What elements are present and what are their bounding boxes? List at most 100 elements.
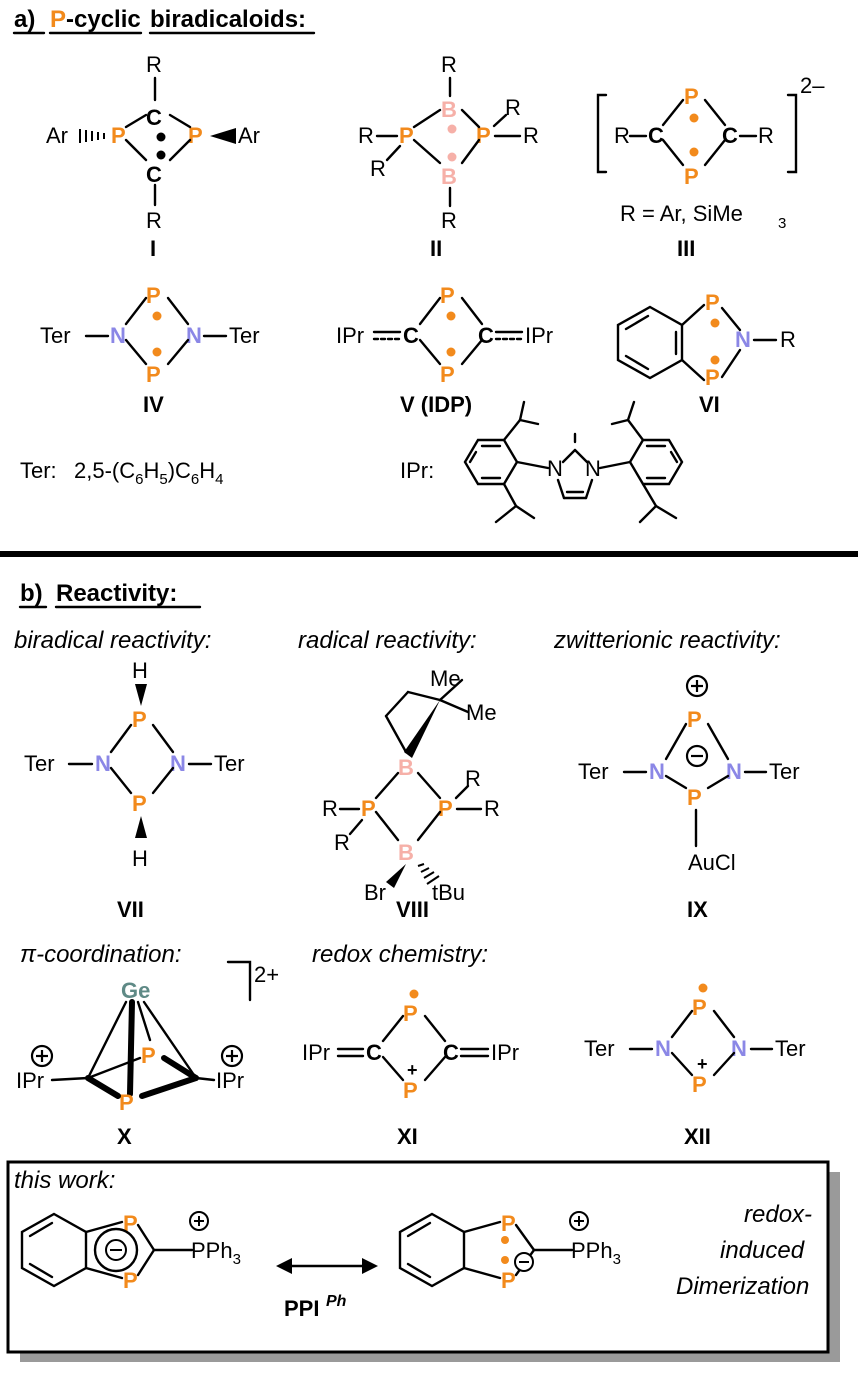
svg-text:V (IDP): V (IDP) bbox=[400, 392, 472, 417]
svg-text:P: P bbox=[501, 1211, 516, 1236]
svg-text:+: + bbox=[697, 1054, 708, 1074]
svg-text:N: N bbox=[735, 327, 751, 352]
compound-VIII: Me Me B B P P R R R R Br tBu VIII bbox=[322, 666, 500, 922]
svg-text:P: P bbox=[119, 1090, 134, 1115]
svg-text:IX: IX bbox=[687, 897, 708, 922]
svg-text:2,5-(C6H5)C6H4: 2,5-(C6H5)C6H4 bbox=[74, 458, 224, 488]
svg-text:induced: induced bbox=[720, 1237, 805, 1264]
compound-III: 2– P P C C R R R = Ar, SiMe 3 III bbox=[596, 73, 825, 261]
svg-text:H: H bbox=[132, 658, 148, 683]
svg-text:IPr: IPr bbox=[16, 1068, 44, 1093]
svg-text:N: N bbox=[726, 759, 742, 784]
svg-text:C: C bbox=[146, 105, 162, 130]
section-divider bbox=[0, 551, 858, 557]
svg-text:P: P bbox=[188, 123, 203, 148]
svg-text:Ph: Ph bbox=[326, 1293, 347, 1310]
svg-text:P: P bbox=[132, 791, 147, 816]
svg-text:R: R bbox=[780, 327, 796, 352]
compound-VII: H P P H N N Ter Ter VII bbox=[24, 658, 245, 922]
svg-text:P: P bbox=[146, 362, 161, 387]
svg-text:P: P bbox=[476, 123, 491, 148]
svg-text:VIII: VIII bbox=[396, 897, 429, 922]
svg-text:P: P bbox=[399, 123, 414, 148]
svg-text:P: P bbox=[501, 1268, 516, 1293]
compound-I: R C C P P R Ar Ar I bbox=[46, 52, 260, 261]
svg-text:IPr: IPr bbox=[491, 1040, 519, 1065]
svg-text:R: R bbox=[441, 208, 457, 233]
compound-X: Ge 2+ P P IPr IPr X bbox=[16, 960, 279, 1149]
caption-radical: radical reactivity: bbox=[298, 627, 477, 654]
svg-text:N: N bbox=[731, 1036, 747, 1061]
svg-text:P: P bbox=[684, 164, 699, 189]
compound-XI: P + P C C IPr IPr XI bbox=[302, 989, 519, 1149]
section-a-letter: a) bbox=[14, 6, 35, 33]
svg-text:Ter: Ter bbox=[24, 751, 55, 776]
svg-text:III: III bbox=[677, 236, 695, 261]
compound-II: R B B P P R R R R R II bbox=[358, 52, 539, 261]
svg-text:I: I bbox=[150, 236, 156, 261]
svg-text:H: H bbox=[132, 846, 148, 871]
svg-text:IPr: IPr bbox=[216, 1068, 244, 1093]
svg-text:P: P bbox=[705, 290, 720, 315]
svg-text:2–: 2– bbox=[800, 73, 825, 98]
caption-redox: redox chemistry: bbox=[312, 941, 488, 968]
svg-text:P: P bbox=[705, 365, 720, 390]
svg-text:Ter:: Ter: bbox=[20, 458, 57, 483]
compound-XII: P + P N N Ter Ter XII bbox=[584, 983, 806, 1149]
svg-text:N: N bbox=[95, 751, 111, 776]
svg-text:II: II bbox=[430, 236, 442, 261]
svg-text:IPr: IPr bbox=[525, 323, 553, 348]
svg-text:R = Ar, SiMe: R = Ar, SiMe bbox=[620, 201, 743, 226]
svg-text:P: P bbox=[692, 1072, 707, 1097]
svg-text:R: R bbox=[322, 796, 338, 821]
svg-text:Ar: Ar bbox=[238, 123, 260, 148]
svg-text:C: C bbox=[443, 1040, 459, 1065]
section-a-title-end: biradicaloids: bbox=[150, 6, 306, 33]
svg-text:R: R bbox=[484, 796, 500, 821]
compound-IX: P P N N Ter Ter AuCl IX bbox=[578, 674, 800, 922]
svg-text:N: N bbox=[186, 323, 202, 348]
svg-text:P: P bbox=[403, 1001, 418, 1026]
svg-text:P: P bbox=[403, 1078, 418, 1103]
section-b-header: b) Reactivity: bbox=[18, 580, 202, 609]
svg-text:VI: VI bbox=[699, 392, 720, 417]
svg-text:R: R bbox=[358, 123, 374, 148]
svg-text:IPr: IPr bbox=[336, 323, 364, 348]
svg-text:Ge: Ge bbox=[121, 978, 150, 1003]
svg-text:N: N bbox=[170, 751, 186, 776]
svg-text:R: R bbox=[614, 123, 630, 148]
svg-text:Ter: Ter bbox=[229, 323, 260, 348]
svg-text:Ter: Ter bbox=[40, 323, 71, 348]
caption-biradical: biradical reactivity: bbox=[14, 627, 211, 654]
svg-text:B: B bbox=[441, 97, 457, 122]
section-a-p-prefix: P bbox=[50, 6, 66, 33]
svg-text:P: P bbox=[132, 707, 147, 732]
svg-text:P: P bbox=[687, 785, 702, 810]
svg-text:VII: VII bbox=[117, 897, 144, 922]
svg-text:B: B bbox=[398, 840, 414, 865]
svg-text:PPh3: PPh3 bbox=[191, 1238, 241, 1268]
svg-text:B: B bbox=[398, 755, 414, 780]
svg-text:P: P bbox=[123, 1268, 138, 1293]
svg-text:Ar: Ar bbox=[46, 123, 68, 148]
svg-text:XI: XI bbox=[397, 1124, 418, 1149]
svg-text:P: P bbox=[111, 123, 126, 148]
svg-text:tBu: tBu bbox=[432, 880, 465, 905]
svg-text:C: C bbox=[648, 123, 664, 148]
svg-text:Ter: Ter bbox=[584, 1036, 615, 1061]
svg-text:R: R bbox=[505, 95, 521, 120]
svg-text:R: R bbox=[441, 52, 457, 77]
svg-text:X: X bbox=[117, 1124, 132, 1149]
svg-text:C: C bbox=[478, 323, 494, 348]
svg-text:P: P bbox=[146, 283, 161, 308]
caption-pi-coordination: π-coordination: bbox=[20, 941, 182, 968]
svg-text:R: R bbox=[334, 830, 350, 855]
svg-text:Dimerization: Dimerization bbox=[676, 1273, 809, 1300]
svg-text:N: N bbox=[649, 759, 665, 784]
svg-text:b): b) bbox=[20, 580, 43, 607]
svg-text:P: P bbox=[684, 84, 699, 109]
svg-text:Me: Me bbox=[430, 666, 461, 691]
svg-text:N: N bbox=[110, 323, 126, 348]
svg-text:PPh3: PPh3 bbox=[571, 1238, 621, 1268]
svg-text:AuCl: AuCl bbox=[688, 850, 736, 875]
